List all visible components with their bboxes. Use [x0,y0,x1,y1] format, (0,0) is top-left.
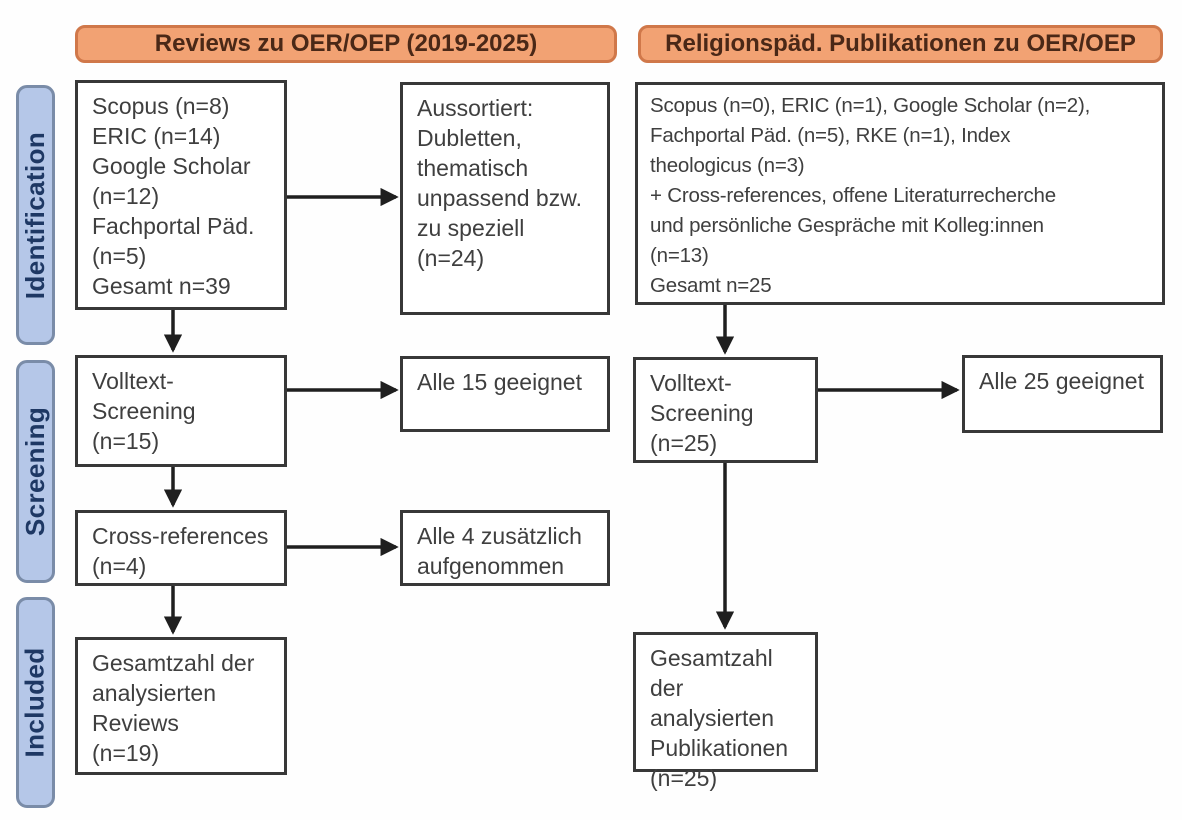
column-header-religionspaed-label: Religionspäd. Publikationen zu OER/OEP [665,30,1136,57]
box-right-fulltext-screening: Volltext- Screening (n=25) [633,357,818,463]
column-header-reviews-label: Reviews zu OER/OEP (2019-2025) [154,30,538,57]
stage-pill-included-label: Included [20,647,51,758]
box-right-fulltext-result: Alle 25 geeignet [962,355,1163,433]
stage-pill-identification: Identification [16,85,55,345]
stage-pill-screening-label: Screening [20,406,50,537]
column-header-religionspaed: Religionspäd. Publikationen zu OER/OEP [638,25,1163,63]
box-left-fulltext-screening: Volltext- Screening (n=15) [75,355,287,467]
stage-pill-included: Included [16,597,55,808]
box-left-excluded: Aussortiert: Dubletten, thematisch unpas… [400,82,610,315]
column-header-reviews: Reviews zu OER/OEP (2019-2025) [75,25,617,63]
box-right-sources: Scopus (n=0), ERIC (n=1), Google Scholar… [635,82,1165,305]
box-left-crossref-result: Alle 4 zusätzlich aufgenommen [400,510,610,586]
stage-pill-identification-label: Identification [20,131,51,299]
stage-pill-screening: Screening [16,360,55,583]
box-left-sources: Scopus (n=8) ERIC (n=14) Google Scholar … [75,80,287,310]
box-left-included-total: Gesamtzahl der analysierten Reviews (n=1… [75,637,287,775]
box-left-fulltext-result: Alle 15 geeignet [400,356,610,432]
box-left-crossref: Cross-references (n=4) [75,510,287,586]
box-right-included-total: Gesamtzahl der analysierten Publikatione… [633,632,818,791]
